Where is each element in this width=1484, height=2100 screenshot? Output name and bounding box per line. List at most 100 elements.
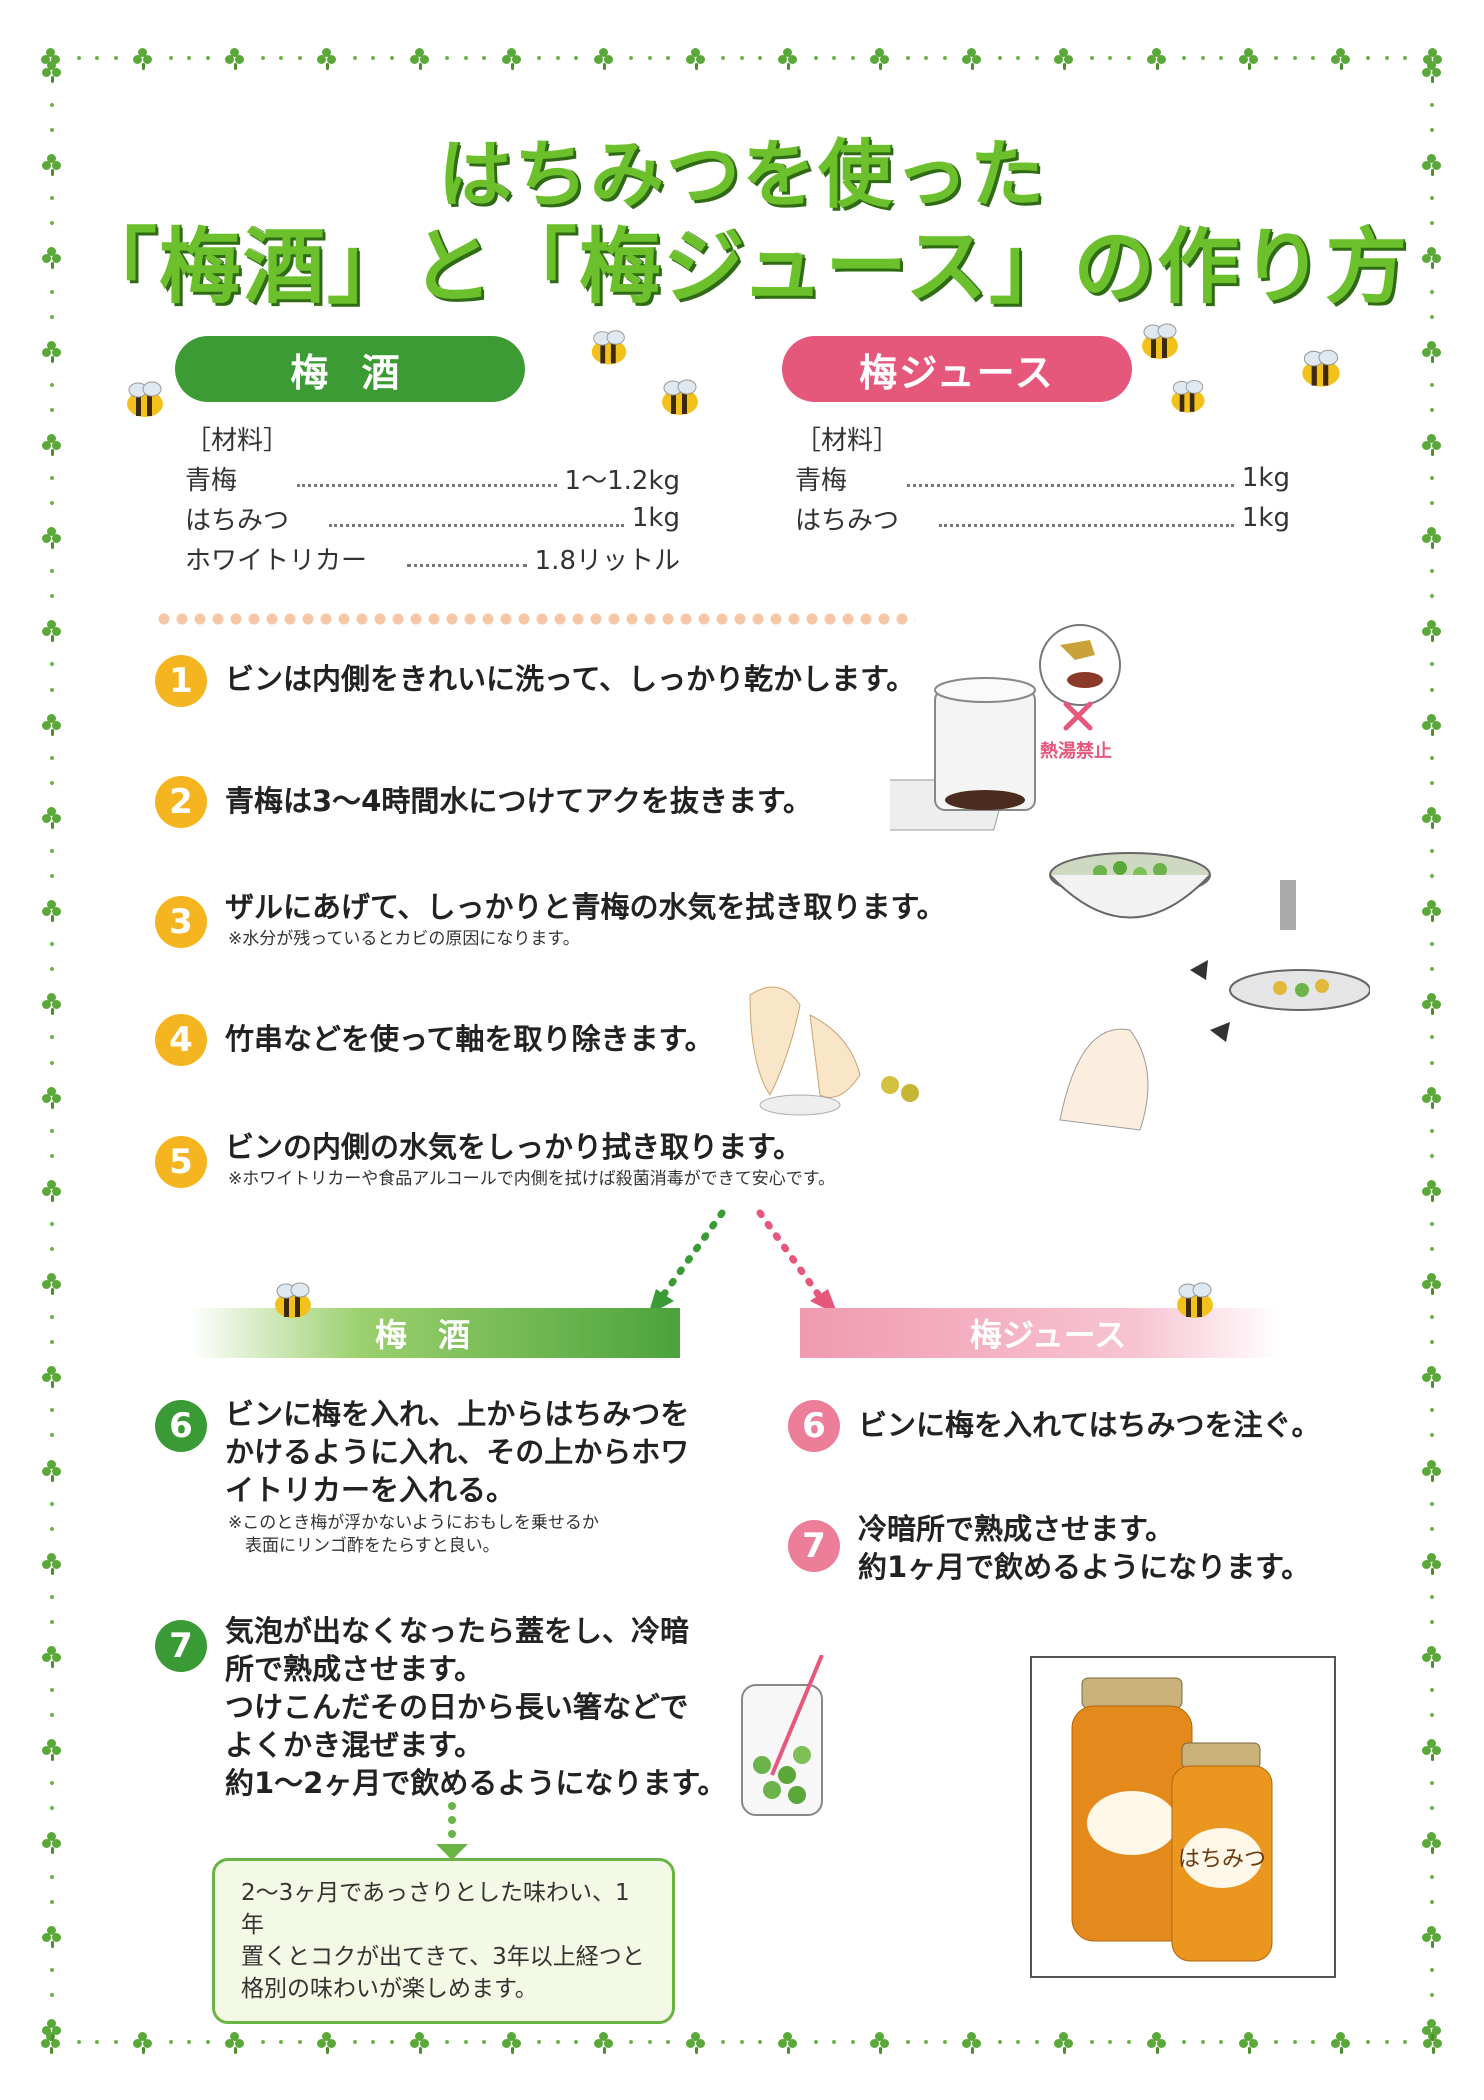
clover-icon [961, 2031, 983, 2054]
juice-materials: ［材料］ 青梅 1kg はちみつ 1kg [795, 418, 1290, 538]
clover-icon [41, 246, 63, 270]
banner-label: 梅 酒 [375, 1316, 481, 1354]
border-dot [50, 1433, 54, 1438]
border-dot [50, 1899, 54, 1904]
border-dot [942, 2040, 947, 2044]
border-dot [1430, 476, 1434, 481]
border-dot [1034, 56, 1039, 60]
border-dot [50, 1035, 54, 1040]
step-text: ザルにあげて、しっかりと青梅の水気を拭き取ります。 [225, 890, 946, 924]
clover-icon [1146, 47, 1168, 70]
border-dot [666, 2040, 671, 2044]
honey-jars-photo: はちみつ [1030, 1656, 1336, 1978]
border-dot [297, 2040, 302, 2044]
border-dot [1430, 1806, 1434, 1811]
step-text: ビンの内側の水気をしっかり拭き取ります。 [225, 1130, 803, 1164]
border-dot [832, 2040, 837, 2044]
border-dot [50, 594, 54, 599]
border-dot [1430, 501, 1434, 506]
border-dot [50, 1806, 54, 1811]
jar-illustration [890, 624, 1121, 831]
border-dot [1430, 780, 1434, 785]
border-dot [482, 56, 487, 60]
border-dot [50, 1992, 54, 1997]
clover-icon [1421, 433, 1443, 456]
clover-icon [1330, 47, 1352, 70]
clover-icon [41, 713, 63, 736]
ingredient-qty: 1kg [1241, 463, 1290, 493]
stirring-jar-illustration [741, 1655, 824, 1816]
clover-icon [869, 47, 891, 70]
border-dot [1274, 56, 1279, 60]
border-dot [537, 56, 542, 60]
clover-icon [685, 47, 707, 70]
clover-icon [41, 433, 63, 456]
border-dot [832, 56, 837, 60]
border-dot [1430, 1874, 1434, 1879]
clover-icon [1421, 713, 1443, 736]
border-dot [1108, 56, 1113, 60]
border-dot [95, 2040, 100, 2044]
border-dot [574, 56, 579, 60]
border-dot [1430, 128, 1434, 133]
clover-icon [1421, 1272, 1443, 1296]
clover-icon [593, 47, 615, 70]
border-dot [1430, 687, 1434, 692]
arrow-down-icon [436, 1802, 468, 1860]
step-number: 7 [788, 1520, 840, 1572]
border-dot [1182, 56, 1187, 60]
clover-icon [1421, 806, 1443, 829]
border-dot [1126, 2040, 1131, 2044]
border-dot [50, 1967, 54, 1972]
clover-icon [132, 2031, 154, 2054]
border-dot [1430, 848, 1434, 853]
border-dot [279, 56, 284, 60]
bee-icon [662, 379, 698, 415]
clover-icon [1421, 1552, 1443, 1575]
border-dot [50, 1128, 54, 1133]
hot-water-warning: 熱湯禁止 [1040, 741, 1112, 762]
border-dot [721, 2040, 726, 2044]
border-dot [1430, 967, 1434, 972]
border-dot [50, 1688, 54, 1693]
border-dot [297, 56, 302, 60]
clover-icon [41, 2018, 63, 2041]
border-dot [1430, 196, 1434, 201]
border-dot [555, 56, 560, 60]
border-dot [50, 569, 54, 574]
border-dot [389, 56, 394, 60]
border-dot [1430, 289, 1434, 294]
border-dot [1016, 2040, 1021, 2044]
border-dot [1430, 662, 1434, 667]
clover-icon [41, 153, 63, 177]
border-dot [629, 56, 634, 60]
clover-icon [1421, 340, 1443, 363]
border-dot [1430, 755, 1434, 760]
step-text: 竹串などを使って軸を取り除きます。 [225, 1022, 714, 1056]
clover-icon [1146, 2031, 1168, 2054]
border-dot [445, 56, 450, 60]
border-dot [574, 2040, 579, 2044]
border-dot [905, 56, 910, 60]
border-dot [1430, 569, 1434, 574]
border-top [40, 46, 1444, 70]
bee-icon [1142, 323, 1178, 359]
border-dot [1430, 1060, 1434, 1065]
clover-icon [41, 1738, 63, 1762]
step-note: ※このとき梅が浮かないようにおもしを乗せるか 表面にリンゴ酢をたらすと良い。 [228, 1513, 599, 1556]
border-dot [739, 56, 744, 60]
border-dot [1430, 1501, 1434, 1506]
border-dot [1430, 1035, 1434, 1040]
border-dot [50, 942, 54, 947]
border-dot [1430, 874, 1434, 879]
border-dot [1430, 1688, 1434, 1693]
ingredient-qty: 1kg [1241, 503, 1290, 533]
clover-icon [41, 60, 63, 83]
border-dot [50, 314, 54, 319]
border-dot [50, 103, 54, 108]
border-dot [50, 128, 54, 133]
clover-icon [41, 340, 63, 363]
border-dot [50, 1781, 54, 1786]
bee-icon [1302, 349, 1340, 387]
border-dot [279, 2040, 284, 2044]
